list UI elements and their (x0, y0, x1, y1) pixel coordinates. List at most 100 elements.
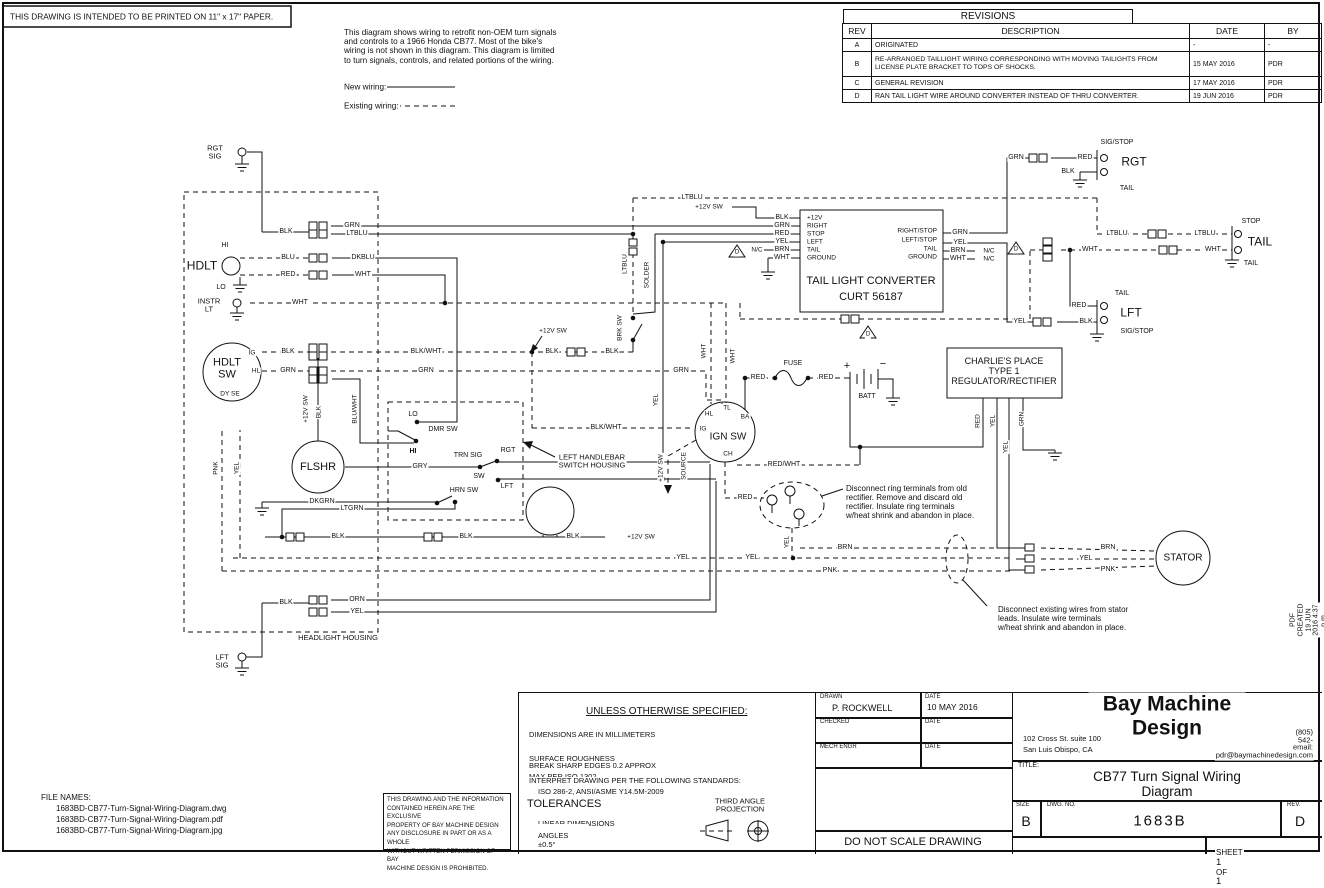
wire-red-3: RED (817, 374, 835, 382)
wire-blk-7: BLK (565, 533, 581, 541)
lo-label: LO (215, 284, 227, 292)
revisions-title: REVISIONS (843, 9, 1133, 24)
dwg-no-value: 1683B (1132, 812, 1188, 831)
flshr-circle (291, 440, 345, 494)
property-note-box: THIS DRAWING AND THE INFORMATION CONTAIN… (383, 793, 511, 872)
instr-lt-label: INSTR LT (196, 296, 222, 315)
wire-wht-2: WHT (291, 299, 309, 307)
hi-label: HI (220, 242, 230, 250)
checked-date-label: DATE (924, 719, 942, 726)
cv-pin-rightstop: RIGHT/STOP (896, 227, 938, 235)
print-note-box (2, 5, 292, 28)
cv-in-red: RED (773, 230, 791, 238)
wire-wht-4: WHT (1204, 246, 1222, 254)
rev-d: D (842, 89, 872, 103)
wire-blk-9: BLK (1060, 168, 1076, 176)
wire-yel-2: YEL (675, 554, 691, 562)
wire-blk: BLK (278, 228, 294, 236)
rev-a-desc: ORIGINATED (871, 38, 1190, 52)
regulator-label: CHARLIE'S PLACE TYPE 1 REGULATOR/RECTIFI… (950, 355, 1058, 387)
stator-label: STATOR (1162, 552, 1204, 564)
wire-ltgrn: LTGRN (339, 505, 365, 513)
wire-yel-rot-2: YEL (652, 392, 660, 408)
rgt-tail-label: TAIL (1118, 185, 1136, 193)
wire-pnk-3: PNK (1099, 566, 1117, 574)
cv-out-nc1: N/C (982, 247, 996, 255)
rev-a-date: - (1189, 38, 1265, 52)
tag-12vsw: +12V SW (538, 327, 568, 335)
ring-terminal-2 (784, 485, 796, 497)
wire-dkgrn: DKGRN (308, 498, 336, 506)
cv-in-blk: BLK (774, 214, 790, 222)
wire-ltblu-3: LTBLU (1105, 230, 1129, 238)
wire-yel-rot: YEL (233, 460, 241, 476)
diagram-labels-layer: THIS DRAWING IS INTENDED TO BE PRINTED O… (9, 11, 1324, 671)
hrn-sw-label: HRN SW (448, 487, 480, 495)
cv-out-nc2: N/C (982, 255, 996, 263)
lft-lamp-coil2 (1100, 316, 1108, 324)
checked-label: CHECKED (819, 719, 851, 726)
rev-c-desc: GENERAL REVISION (871, 76, 1190, 90)
batt-label: BATT (857, 393, 877, 401)
print-note: THIS DRAWING IS INTENDED TO BE PRINTED O… (9, 11, 275, 22)
tail-stop-label: STOP (1240, 218, 1262, 226)
wire-blk-3: BLK (544, 348, 560, 356)
tag-12vsw-3: +12V SW (694, 203, 724, 211)
file-names-label: FILE NAMES: (40, 793, 92, 803)
desc-col-header: DESCRIPTION (871, 23, 1190, 39)
rev-c: C (842, 76, 872, 90)
lft-sig-lamp (237, 652, 247, 662)
disconnect-oval (945, 534, 969, 584)
wire-blu: BLU (280, 254, 296, 262)
wire-grn-4: GRN (672, 367, 690, 375)
wire-yel-rot-3: YEL (783, 534, 791, 550)
rev-a: A (842, 38, 872, 52)
of-label: OF (1216, 867, 1228, 877)
hl-term-label: HL (250, 367, 262, 375)
left-handlebar-label: LEFT HANDLEBAR SWITCH HOUSING (557, 452, 627, 471)
wire-wht: WHT (354, 271, 372, 279)
trn-sw-label: SW (472, 473, 486, 481)
trn-sig-label: TRN SIG (452, 452, 484, 460)
cv-out-wht: WHT (949, 255, 967, 263)
property-note: THIS DRAWING AND THE INFORMATION CONTAIN… (387, 796, 504, 872)
company-address1: 102 Cross St. suite 100 (1022, 734, 1102, 744)
rev-d-desc: RAN TAIL LIGHT WIRE AROUND CONVERTER INS… (871, 89, 1190, 103)
spec-block (518, 692, 815, 854)
stator-note: Disconnect existing wires from stator le… (997, 605, 1130, 633)
wire-orn: ORN (348, 596, 366, 604)
wire-grn-2: GRN (279, 367, 297, 375)
brk-sw-label: BRK SW (616, 314, 624, 342)
company-name: Bay Machine Design (1088, 692, 1246, 740)
tag-12vsw-2: +12V SW (626, 533, 656, 541)
drawn-label: DRAWN (819, 694, 844, 701)
ring-terminal-3 (793, 508, 805, 520)
rev-flag-d2: D (1012, 246, 1020, 254)
mech-engr-label: MECH ENGR (819, 744, 858, 751)
cv-in-brn: BRN (773, 246, 791, 254)
fuse-label: FUSE (782, 360, 804, 368)
wire-ltblu-rot: LTBLU (621, 253, 629, 275)
wire-red-4: RED (736, 494, 754, 502)
drawn-date: 10 MAY 2016 (926, 702, 979, 713)
cv-pin-tail2: TAIL (922, 245, 938, 253)
wire-grn-3: GRN (417, 367, 435, 375)
rgt-lamp-coil1 (1100, 154, 1108, 162)
ign-hl: HL (703, 410, 715, 418)
reg-yel-rot-2: YEL (1002, 439, 1010, 455)
wire-grn: GRN (343, 222, 361, 230)
hdlt-lamp (221, 256, 241, 276)
cv-pin-stop: STOP (806, 230, 826, 238)
rev-b-by: PDR (1264, 51, 1322, 77)
do-not-scale-note: DO NOT SCALE DRAWING (843, 835, 983, 849)
flshr-label: FLSHR (298, 460, 338, 474)
projection-symbol-circle (747, 820, 769, 842)
wire-bluwht-rot: BLU/WHT (351, 393, 359, 425)
wire-ltblu-2: LTBLU (680, 194, 704, 202)
rev-label: REV. (1286, 802, 1302, 809)
file-name-dwg: 1683BD-CB77-Turn-Signal-Wiring-Diagram.d… (55, 804, 228, 814)
company-address2: San Luis Obispo, CA (1022, 745, 1094, 755)
rev-b-date: 15 MAY 2016 (1189, 51, 1265, 77)
existing-wiring-lines (183, 105, 1232, 832)
ring-terminal-1 (766, 494, 778, 506)
